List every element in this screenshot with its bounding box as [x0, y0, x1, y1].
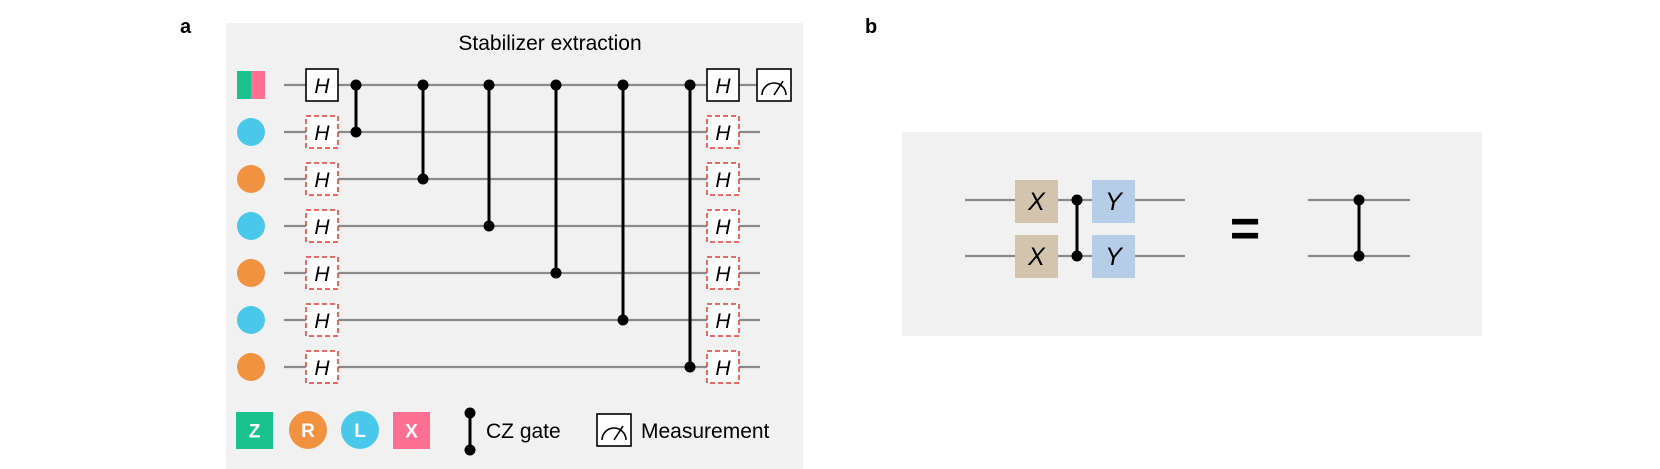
panel-b-background: [902, 132, 1482, 336]
h-gate-ancilla-right: H: [706, 68, 740, 102]
svg-text:X: X: [1027, 188, 1046, 216]
legend-measurement-label: Measurement: [641, 420, 770, 443]
legend-cz-gate-icon: [464, 407, 476, 456]
h-gate-dashed: H: [706, 115, 740, 149]
svg-text:H: H: [715, 169, 731, 192]
svg-text:H: H: [314, 263, 330, 286]
equals-sign: =: [1230, 200, 1260, 258]
y-gate-bottom: Y: [1092, 235, 1135, 278]
cz-gates: [350, 79, 696, 373]
legend-r-badge: R: [289, 411, 327, 449]
qubit-marker-orange: [237, 353, 265, 381]
x-gate-top: X: [1015, 180, 1058, 223]
h-gate-dashed: H: [305, 162, 339, 196]
svg-text:H: H: [715, 263, 731, 286]
cz-gate: [1353, 194, 1365, 262]
svg-text:H: H: [715, 75, 731, 98]
circuit-wires: [284, 83, 760, 369]
panel-a-label: a: [180, 16, 192, 38]
qubit-marker-cyan: [237, 306, 265, 334]
svg-text:X: X: [1027, 243, 1046, 271]
svg-text:H: H: [314, 75, 330, 98]
svg-text:H: H: [314, 216, 330, 239]
cz-gate: [417, 79, 429, 185]
y-gate-top: Y: [1092, 180, 1135, 223]
legend-cz-label: CZ gate: [486, 420, 561, 443]
cz-gate: [684, 79, 696, 373]
cz-gate: [550, 79, 562, 279]
ancilla-marker: [237, 71, 265, 99]
svg-text:H: H: [715, 216, 731, 239]
svg-text:H: H: [314, 169, 330, 192]
qubit-marker-cyan: [237, 118, 265, 146]
svg-text:H: H: [314, 122, 330, 145]
h-gate-dashed: H: [706, 162, 740, 196]
cz-gate: [350, 79, 362, 138]
legend-x-badge: X: [393, 412, 430, 449]
svg-text:H: H: [715, 310, 731, 333]
svg-text:R: R: [301, 421, 315, 442]
h-gate-dashed: H: [706, 256, 740, 290]
legend: Z R L X CZ gate Measurement: [236, 407, 770, 456]
h-gate-dashed: H: [305, 115, 339, 149]
h-gate-ancilla-left: H: [305, 68, 339, 102]
svg-text:Y: Y: [1105, 188, 1124, 216]
qubit-marker-cyan: [237, 212, 265, 240]
svg-text:H: H: [715, 357, 731, 380]
svg-text:H: H: [715, 122, 731, 145]
panel-b-label: b: [865, 16, 877, 38]
h-gate-dashed: H: [706, 303, 740, 337]
svg-text:Y: Y: [1105, 243, 1124, 271]
legend-measurement-icon: [596, 413, 632, 447]
h-gate-dashed: H: [706, 350, 740, 384]
legend-l-badge: L: [341, 411, 379, 449]
h-gate-dashed: H: [706, 209, 740, 243]
svg-text:X: X: [405, 422, 418, 443]
cz-gate: [483, 79, 495, 232]
measurement-icon: [756, 68, 792, 102]
h-gate-dashed: H: [305, 350, 339, 384]
identity-left-circuit: X X Y Y: [965, 180, 1185, 278]
h-gate-dashed: H: [305, 256, 339, 290]
panel-a-title: Stabilizer extraction: [458, 32, 641, 55]
qubit-marker-orange: [237, 165, 265, 193]
legend-z-badge: Z: [236, 412, 273, 449]
svg-text:H: H: [314, 357, 330, 380]
h-gate-dashed: H: [305, 209, 339, 243]
cz-gate: [617, 79, 629, 326]
x-gate-bottom: X: [1015, 235, 1058, 278]
h-gate-dashed: H: [305, 303, 339, 337]
cz-gate: [1071, 194, 1083, 262]
qubit-marker-orange: [237, 259, 265, 287]
svg-text:Z: Z: [249, 422, 261, 443]
svg-text:L: L: [354, 421, 366, 442]
svg-text:H: H: [314, 310, 330, 333]
identity-right-circuit: [1308, 194, 1410, 262]
